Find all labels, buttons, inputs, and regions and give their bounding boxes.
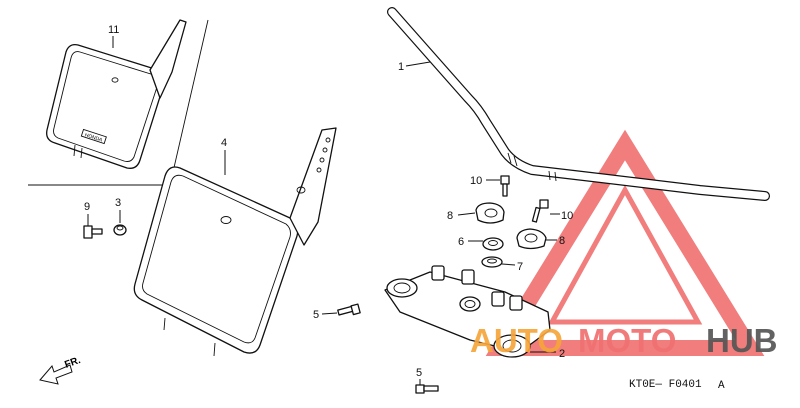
front-arrow-text: FR. <box>63 355 82 371</box>
label-11: 11 <box>108 24 119 36</box>
label-10-right: 10 <box>561 210 573 222</box>
bolt-5-lower: 5 <box>415 367 439 394</box>
watermark-text-hub: HUB <box>706 322 778 359</box>
number-plate-inset: HONDA 11 <box>28 19 209 186</box>
drawing-code-suffix: A <box>718 380 725 392</box>
label-3: 3 <box>115 197 121 209</box>
front-arrow: FR. <box>39 355 82 385</box>
clamp-8-right: 8 <box>516 228 565 250</box>
top-bridge: 2 <box>384 265 565 360</box>
bolt-9: 9 <box>83 201 103 239</box>
watermark-text: AUTO MOTO HUB <box>470 322 778 359</box>
label-4: 4 <box>221 137 227 149</box>
label-6: 6 <box>458 236 464 248</box>
label-1: 1 <box>398 61 404 73</box>
label-8-left: 8 <box>447 210 453 222</box>
label-10-left: 10 <box>470 175 482 187</box>
watermark-logo <box>485 129 765 356</box>
bolt-5-upper: 5 <box>313 303 361 321</box>
plate-brand-text: HONDA <box>84 132 104 143</box>
label-5-lower: 5 <box>416 367 422 379</box>
washer-6: 6 <box>458 236 504 251</box>
cushion-7: 7 <box>481 256 523 273</box>
label-2: 2 <box>559 348 565 360</box>
label-5-upper: 5 <box>313 309 319 321</box>
bolt-10-right: 10 <box>531 199 573 223</box>
watermark-text-auto: AUTO <box>470 322 563 359</box>
label-8-right: 8 <box>559 235 565 247</box>
clamp-8-left: 8 <box>447 202 505 224</box>
collar-3: 3 <box>113 197 127 236</box>
label-9: 9 <box>84 201 90 213</box>
bolt-10-left: 10 <box>470 175 510 197</box>
label-7: 7 <box>517 261 523 273</box>
drawing-code: KT0E— F0401 <box>629 379 702 391</box>
watermark-text-moto: MOTO <box>578 322 676 359</box>
number-plate-main: 4 <box>133 127 337 357</box>
handlebar: 1 <box>387 7 770 201</box>
